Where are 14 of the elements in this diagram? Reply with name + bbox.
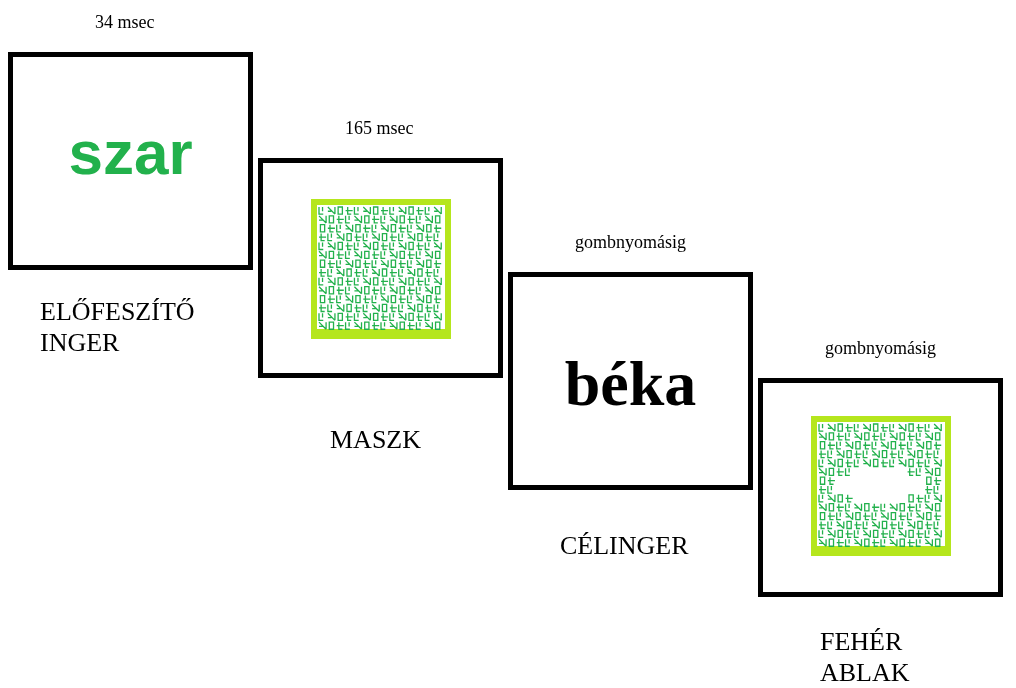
duration-label: 34 msec [95,12,155,33]
duration-label: gombnyomásig [575,232,686,253]
screen-caption: CÉLINGER [560,530,690,561]
screen-frame [258,158,503,378]
stimulus-word: szar [67,117,194,188]
screen-caption: ELŐFESZÍTŐ INGER [40,296,196,358]
screen-frame [8,52,253,270]
screen-caption: FEHÉR ABLAK [820,626,911,688]
stimulus-word: béka [563,347,698,421]
screen-frame [758,378,1003,597]
screen-frame [508,272,753,490]
duration-label: gombnyomásig [825,338,936,359]
duration-label: 165 msec [345,118,414,139]
screen-caption: MASZK [330,424,422,455]
